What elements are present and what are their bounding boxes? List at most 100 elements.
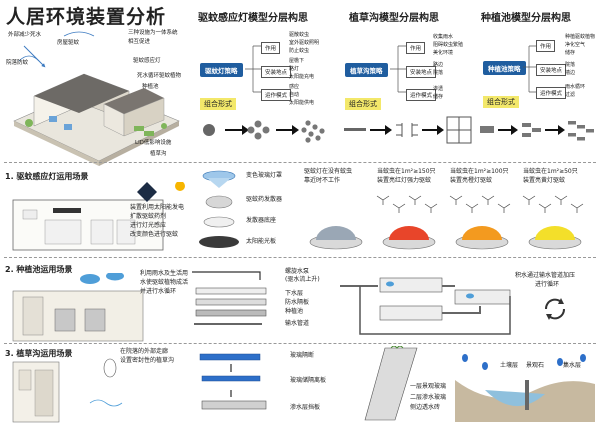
divider-3 xyxy=(4,343,596,344)
grass-detail-3: 路边 xyxy=(433,62,444,68)
pond-model-header: 种植池模型分层构思 xyxy=(481,13,571,24)
scene1-facade-drawing xyxy=(12,182,185,251)
pond-detail-2: 储存 xyxy=(565,50,576,56)
grass-detail-0: 收集雨水 xyxy=(433,34,454,40)
lamp-state-dome-3 xyxy=(535,226,575,240)
grass-bracket xyxy=(390,45,406,93)
divider-1 xyxy=(4,162,596,163)
pond-detail-0: 种植驱蚊植物 xyxy=(565,34,596,40)
scene2-note-0: 积水通过输水管道加压 xyxy=(515,272,576,279)
scene3-title: 3. 植草沟运用场景 xyxy=(5,349,73,358)
lamp-state-sub-2: 装置亮橙灯驱蚊 xyxy=(450,177,493,184)
scene1-desc-0: 装置利用太阳能发电 xyxy=(130,204,185,211)
lamp-combo-sequence xyxy=(203,120,325,143)
lamp-state-sub-3: 装置亮黄灯驱蚊 xyxy=(523,177,566,184)
scene1-part-1: 驱蚊药发散器 xyxy=(246,196,283,203)
scene3-desc-0: 在院落的外部走廊 xyxy=(120,348,169,355)
scene3-part-1: 玻璃储隔离板 xyxy=(290,377,327,384)
mosquito-icon xyxy=(392,203,406,213)
pond-detail-3: 院落 xyxy=(565,62,576,68)
lamp-detail-1: 室外驱蚊照明 xyxy=(289,40,320,46)
lamp-detail-9: 感应 xyxy=(289,84,300,90)
scene2-desc-0: 利用雨水及生活用 xyxy=(140,270,189,277)
scene2-part-5: 输水管道 xyxy=(285,320,310,327)
scene2-pond-explode xyxy=(192,271,267,325)
pond-detail-4: 墙边 xyxy=(565,70,576,76)
lamp-strategy-badge: 驱蚊灯策略 xyxy=(200,63,243,77)
mosquito-icon xyxy=(570,203,584,213)
mosquito-icon xyxy=(522,195,536,205)
grass-combo-label: 组合形式 xyxy=(345,98,381,110)
lamp-state-title-1: 当蚊虫在1m²≥150只 xyxy=(377,168,436,175)
lamp-state-dome-0 xyxy=(316,226,356,240)
lamp-detail-4: 路灯 xyxy=(289,66,300,72)
scene2-desc-2: 并进行水循环 xyxy=(140,288,177,295)
lamp-state-sub-0: 靠近时不工作 xyxy=(304,177,341,184)
house-label-6: 死水循环驱蚊植物 xyxy=(137,73,182,79)
scene3-layer-0: 一层景观玻璃 xyxy=(410,383,447,390)
lamp-state-dome-1 xyxy=(389,226,429,240)
house-isometric-illustration xyxy=(13,31,180,166)
house-label-1: 房屋驱蚊 xyxy=(57,40,80,46)
scene2-part-0: 螺旋水泵 xyxy=(285,268,310,275)
scene3-ground-section xyxy=(455,354,595,422)
house-label-3: 三种设施为一体系统 xyxy=(128,30,178,36)
grass-detail-4: 院落 xyxy=(433,70,444,76)
grass-item-1: 安装地点 xyxy=(406,66,437,78)
scene2-part-1: (驱水流上升) xyxy=(285,276,320,283)
scene1-lamp-states: 驱蚊灯在没有蚊虫靠近时不工作 当蚊虫在1m²≥150只装置亮红灯强力驱蚊 当蚊虫在1… xyxy=(302,168,597,254)
house-label-4: 相互促进 xyxy=(128,39,151,45)
mosquito-icon xyxy=(481,195,495,205)
mosquito-icon xyxy=(554,195,568,205)
scene3-section-0: 土壤层 xyxy=(500,362,519,369)
lamp-state-illustration-0 xyxy=(309,226,363,250)
grass-detail-1: 阻碍蚊虫繁殖 xyxy=(433,42,464,48)
scene2-note-1: 进行循环 xyxy=(535,281,560,288)
scene1-desc-3: 改变颜色进行驱蚊 xyxy=(130,231,179,238)
grass-item-0: 作用 xyxy=(406,42,426,54)
scene2-part-4: 种植池 xyxy=(285,308,304,315)
pond-strategy-badge: 种植池策略 xyxy=(483,61,526,75)
lamp-state-illustration-3 xyxy=(522,195,584,250)
scene3-section-2: 集水层 xyxy=(563,362,582,369)
scene3-section-1: 景观石 xyxy=(526,362,545,369)
grass-detail-6: 渗透 xyxy=(433,86,444,92)
scene1-title: 1. 驱蚊感应灯运用场景 xyxy=(5,172,89,181)
lamp-state-dome-2 xyxy=(462,226,502,240)
page-title: 人居环境装置分析 xyxy=(6,6,167,28)
scene3-part-2: 渗水层挡板 xyxy=(290,404,321,411)
scene2-courtyard-drawing xyxy=(12,273,144,342)
scene1-part-0: 变色玻璃灯罩 xyxy=(246,172,283,179)
house-label-8: LID低影响设施 xyxy=(135,140,172,146)
grass-detail-7: 储存 xyxy=(433,94,444,100)
house-label-0: 外部减少死水 xyxy=(8,32,42,38)
scene3-part-0: 玻璃隔断 xyxy=(290,352,315,359)
house-label-7: 种植池 xyxy=(142,84,159,90)
pond-combo-label: 组合形式 xyxy=(483,96,519,108)
house-label-2: 院落防蚊 xyxy=(6,60,29,66)
lamp-state-title-2: 当蚊虫在1m²≥100只 xyxy=(450,168,509,175)
scene2-title: 2. 种植池运用场景 xyxy=(5,265,73,274)
grass-detail-2: 美化环境 xyxy=(433,50,454,56)
pond-item-0: 作用 xyxy=(536,40,556,52)
mosquito-icon xyxy=(449,195,463,205)
house-label-9: 植草沟 xyxy=(150,151,167,157)
lamp-model-header: 驱蚊感应灯模型分层构思 xyxy=(198,13,308,24)
scene3-layer-2: 侧边透水砖 xyxy=(410,404,441,411)
grass-combo-sequence xyxy=(344,116,472,144)
pond-item-2: 运作模式 xyxy=(536,87,567,99)
lamp-state-title-3: 当蚊虫在1m²≥50只 xyxy=(523,168,578,175)
mosquito-icon xyxy=(376,195,390,205)
lamp-item-0: 作用 xyxy=(261,42,281,54)
lamp-combo-label: 组合形式 xyxy=(200,98,236,110)
lamp-state-illustration-2 xyxy=(449,195,511,250)
lamp-state-illustration-1 xyxy=(376,195,438,250)
lamp-state-sub-1: 装置亮红灯强力驱蚊 xyxy=(377,177,432,184)
scene1-part-3: 太阳能光板 xyxy=(246,238,277,245)
scene3-corridor-drawing xyxy=(12,358,123,423)
mosquito-icon xyxy=(424,203,438,213)
lamp-item-2: 运作模式 xyxy=(261,89,292,101)
mosquito-icon xyxy=(408,195,422,205)
lamp-state-title-0: 驱蚊灯在没有蚊虫 xyxy=(304,168,353,175)
lamp-detail-0: 驱散蚊虫 xyxy=(289,32,310,38)
